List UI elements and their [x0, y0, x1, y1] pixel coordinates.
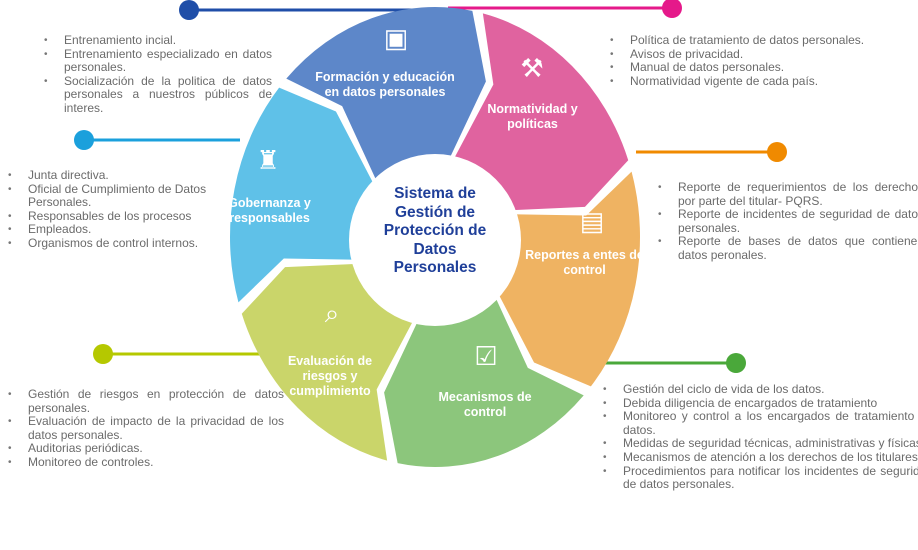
- list-item: Monitoreo de controles.: [8, 455, 284, 470]
- list-item: Reporte de incidentes de seguridad de da…: [658, 207, 918, 235]
- dot-gobernanza: [74, 130, 94, 150]
- list-item: Manual de datos personales.: [610, 61, 918, 75]
- center-title: Sistema de Gestión de Protección de Dato…: [383, 185, 487, 276]
- segment-reportes: Reportes a entes de control: [525, 248, 644, 277]
- list-item: Empleados.: [8, 223, 208, 237]
- segment-formacion: Formación y educación en datos personale…: [315, 70, 455, 99]
- list-reportes: Reporte de requerimientos de los derecho…: [656, 180, 918, 263]
- list-item: Medidas de seguridad técnicas, administr…: [603, 437, 918, 451]
- meeting-table-icon: ♜: [256, 145, 280, 175]
- documents-icon: ▤: [579, 206, 605, 236]
- list-item: Procedimientos para notificar los incide…: [603, 464, 918, 492]
- segment-normatividad: Normatividad y políticas: [487, 102, 578, 131]
- segment-shape-formacion: [286, 6, 486, 182]
- dot-evaluacion: [93, 344, 113, 364]
- list-item: Organismos de control internos.: [8, 236, 208, 251]
- center-circle: [349, 154, 521, 326]
- dot-reportes: [767, 142, 787, 162]
- list-item: Socialización de la politica de datos pe…: [44, 74, 272, 116]
- gavel-icon: ⚒: [520, 53, 544, 83]
- list-item: Política de tratamiento de datos persona…: [610, 33, 918, 48]
- list-item: Avisos de privacidad.: [610, 47, 918, 62]
- segment-shape-mecanismos: [384, 292, 584, 467]
- list-item: Oficial de Cumplimiento de Datos Persona…: [8, 182, 208, 210]
- list-item: Entrenamiento especializado en datos per…: [44, 47, 272, 75]
- ring-segments: [230, 6, 640, 467]
- dot-mecanismos: [726, 353, 746, 373]
- magnifier-chart-icon: ⌕: [324, 298, 340, 328]
- list-item: Gestión de riesgos en protección de dato…: [8, 387, 284, 415]
- presentation-people-icon: ▣: [383, 23, 409, 53]
- segment-shape-evaluacion: [241, 263, 417, 461]
- list-item: Mecanismos de atención a los derechos de…: [603, 450, 918, 465]
- list-item: Monitoreo y control a los encargados de …: [603, 409, 918, 437]
- list-item: Entrenamiento incial.: [44, 33, 272, 48]
- segment-shape-reportes: [495, 171, 640, 387]
- segment-evaluacion: Evaluación de riesgos y cumplimiento: [287, 354, 373, 398]
- segment-mecanismos: Mecanismos de control: [438, 390, 532, 419]
- list-item: Evaluación de impacto de la privacidad d…: [8, 414, 284, 442]
- list-item: Gestión del ciclo de vida de los datos.: [603, 382, 918, 397]
- segment-shape-gobernanza: [230, 87, 375, 303]
- dot-normatividad: [662, 0, 682, 18]
- segment-gobernanza: Gobernanza y responsables: [228, 196, 311, 225]
- list-item: Reporte de requerimientos de los derecho…: [658, 180, 918, 208]
- list-evaluacion: Gestión de riesgos en protección de dato…: [6, 387, 284, 470]
- list-gobernanza: Junta directiva. Oficial de Cumplimiento…: [6, 168, 208, 251]
- checklist-board-icon: ☑: [474, 341, 498, 371]
- list-item: Junta directiva.: [8, 168, 208, 183]
- list-normatividad: Política de tratamiento de datos persona…: [608, 33, 918, 89]
- list-formacion: Entrenamiento incial. Entrenamiento espe…: [42, 33, 272, 116]
- segment-shape-normatividad: [453, 13, 629, 211]
- list-item: Responsables de los procesos: [8, 209, 208, 224]
- list-item: Debida diligencia de encargados de trata…: [603, 396, 918, 411]
- list-item: Normatividad vigente de cada país.: [610, 74, 918, 89]
- list-item: Reporte de bases de datos que contienen …: [658, 235, 918, 262]
- dot-formacion: [179, 0, 199, 20]
- list-mecanismos: Gestión del ciclo de vida de los datos. …: [601, 382, 918, 492]
- list-item: Auditorias periódicas.: [8, 442, 284, 456]
